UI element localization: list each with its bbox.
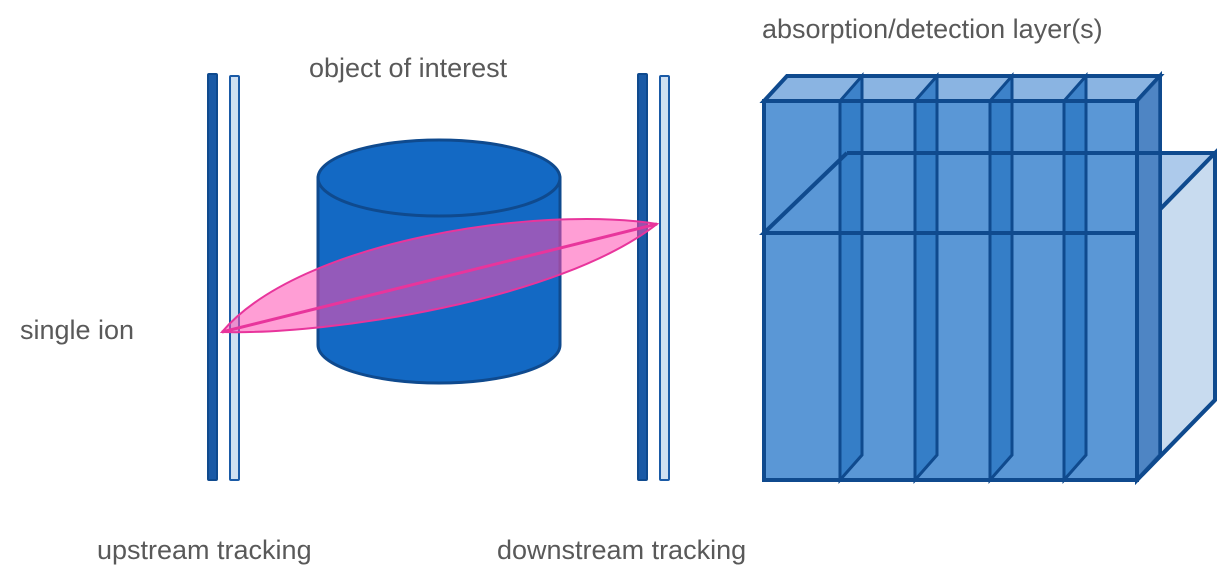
detection-layer-5 [1135,72,1162,484]
upstream-plane-dark [207,73,218,481]
back-slab-diagonal-edge [762,151,849,235]
single-ion-label: single ion [20,315,135,345]
object-of-interest-label: object of interest [309,53,508,83]
downstream-tracking-label: downstream tracking [497,535,747,565]
upstream-tracking-planes [207,73,240,481]
upstream-tracking-label: upstream tracking [97,535,312,565]
downstream-tracking-planes [637,73,670,481]
detection-layer-4 [1062,72,1088,484]
downstream-plane-dark [637,73,648,481]
detection-layer-3 [988,72,1014,484]
cylinder-top [316,138,562,218]
detection-layer-2 [913,72,939,484]
back-slab-bottom-diagonal [1135,398,1217,482]
block-top-face [759,74,1165,103]
downstream-plane-light [659,75,670,481]
block-outline [762,99,1139,482]
ion-path [219,218,660,334]
detection-layer-1 [838,72,864,484]
absorption-layers-label: absorption/detection layer(s) [762,14,1103,44]
ion-trajectory [221,222,658,334]
detector-block [759,70,1217,486]
upstream-plane-light [229,75,240,481]
